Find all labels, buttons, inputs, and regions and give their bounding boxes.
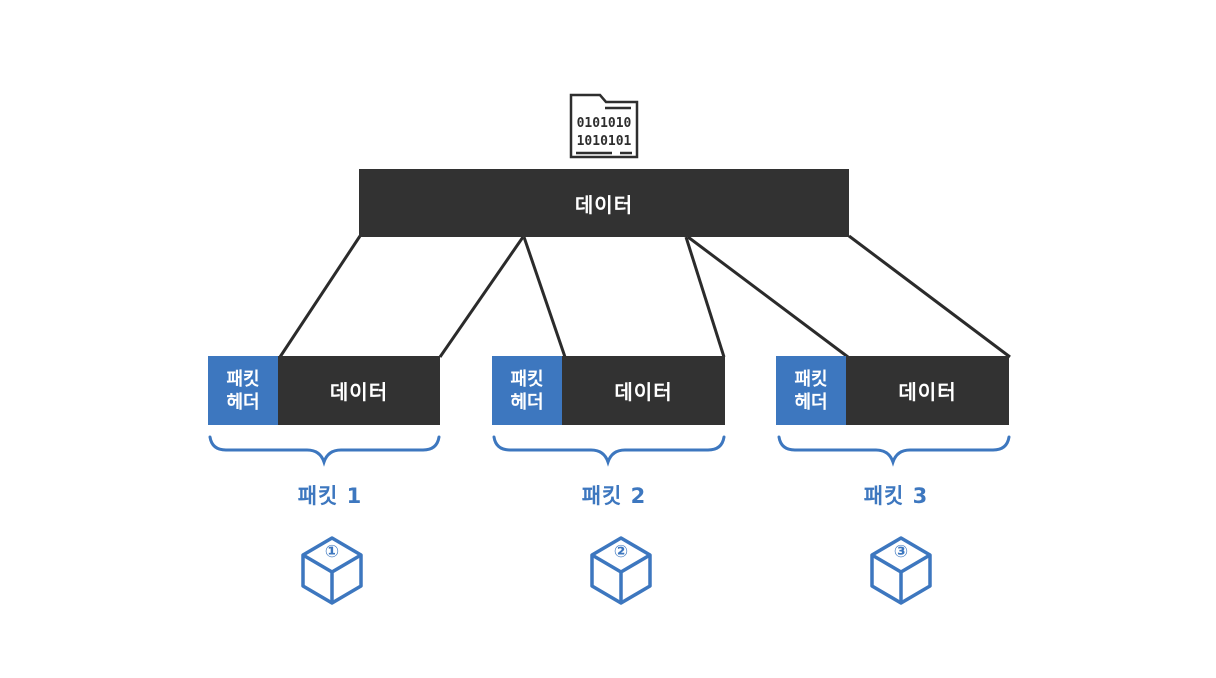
- binary-file-icon: 0101010 1010101: [569, 93, 639, 159]
- package-box-icon: [590, 536, 652, 605]
- packet-name-3: 패킷 3: [863, 484, 929, 508]
- packet-brace-2: [492, 435, 726, 467]
- packet-data-label: 데이터: [329, 380, 389, 404]
- original-data-label: 데이터: [574, 192, 634, 217]
- packet-data-3: 데이터: [846, 356, 1009, 425]
- packet-name-2: 패킷 2: [581, 484, 647, 508]
- packet-data-1: 데이터: [278, 356, 440, 425]
- split-connector-lines: [278, 234, 1011, 359]
- packet-header-1: 패킷 헤더: [208, 356, 278, 425]
- packet-2: 패킷 헤더 데이터: [492, 356, 725, 425]
- packet-data-label: 데이터: [614, 380, 673, 404]
- packet-header-line1: 패킷: [510, 368, 544, 390]
- packet-badge-3: ③: [894, 542, 908, 562]
- packet-header-line1: 패킷: [794, 368, 828, 390]
- packet-header-line1: 패킷: [226, 368, 260, 390]
- packet-header-line2: 헤더: [510, 391, 544, 413]
- packet-data-2: 데이터: [562, 356, 725, 425]
- packet-header-line2: 헤더: [226, 391, 260, 413]
- package-box-icon: [301, 536, 363, 605]
- packet-brace-1: [208, 435, 441, 467]
- binary-row-2: 1010101: [577, 134, 632, 149]
- packet-header-line2: 헤더: [794, 391, 828, 413]
- package-box-icon: [870, 536, 932, 605]
- packet-data-label: 데이터: [898, 380, 957, 404]
- packet-badge-2: ②: [614, 542, 628, 562]
- original-data-block: 데이터: [359, 169, 849, 237]
- packet-1: 패킷 헤더 데이터: [208, 356, 440, 425]
- packet-3: 패킷 헤더 데이터: [776, 356, 1009, 425]
- binary-row-1: 0101010: [577, 116, 632, 131]
- packet-header-2: 패킷 헤더: [492, 356, 562, 425]
- packet-header-3: 패킷 헤더: [776, 356, 846, 425]
- packet-brace-3: [777, 435, 1011, 467]
- packet-badge-1: ①: [325, 542, 339, 562]
- packet-name-1: 패킷 1: [297, 484, 363, 508]
